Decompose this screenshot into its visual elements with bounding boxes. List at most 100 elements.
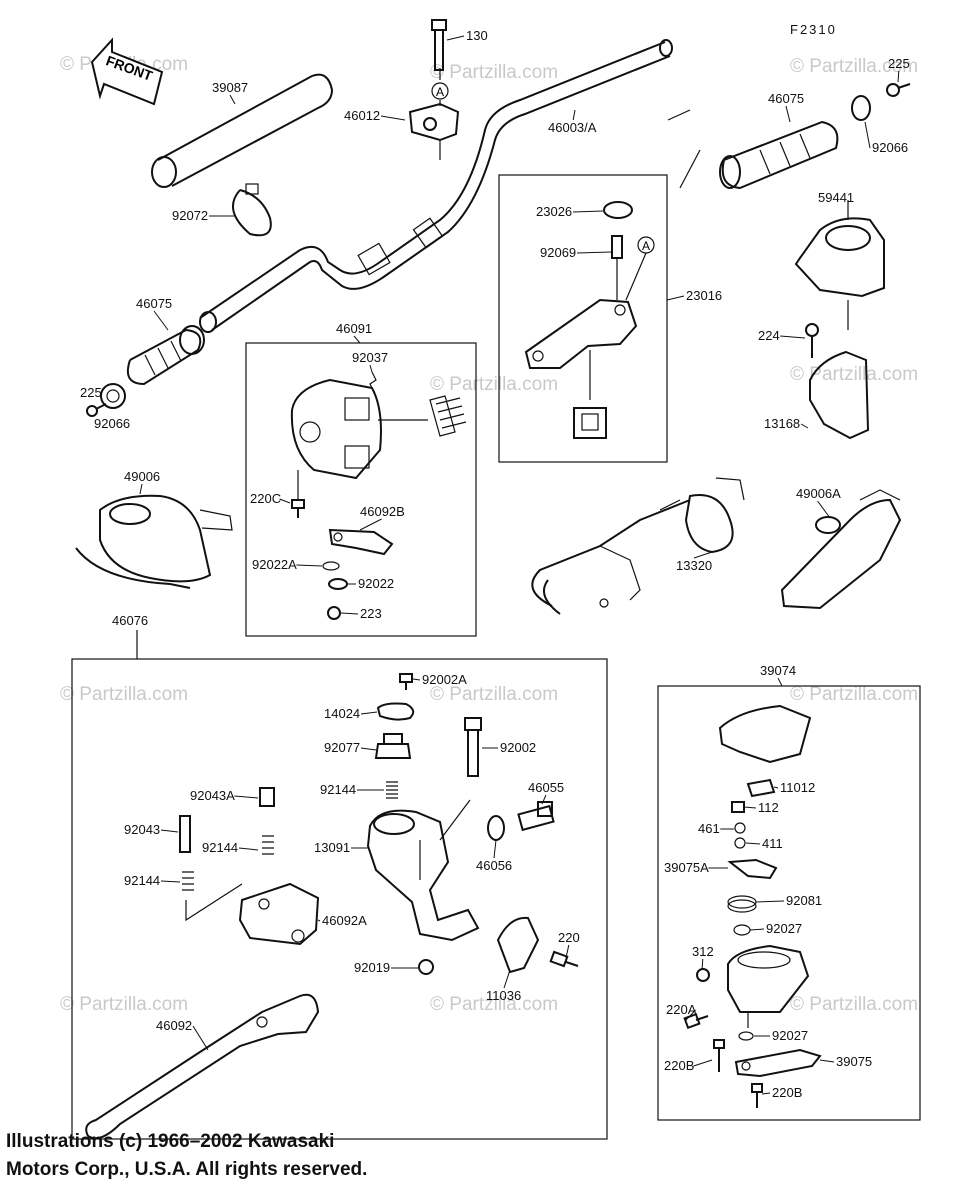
callout-label-220b2: 220B	[772, 1085, 802, 1100]
lever-arm-icon	[734, 1048, 822, 1078]
screw-icon	[886, 83, 911, 97]
callout-label-46076: 46076	[112, 613, 148, 628]
callout-label-225r: 225	[888, 56, 910, 71]
callout-label-39074: 39074	[760, 663, 796, 678]
handlebar-icon	[199, 39, 673, 333]
callout-label-11012: 11012	[780, 780, 815, 795]
callout-label-92077: 92077	[324, 740, 360, 755]
leader-line	[541, 794, 547, 805]
leader-line	[693, 551, 713, 559]
watermark: © Partzilla.com	[430, 374, 558, 395]
callout-label-59441: 59441	[818, 190, 854, 205]
callout-label-92002a: 92002A	[422, 672, 467, 687]
callout-label-46092: 46092	[156, 1018, 192, 1033]
callout-label-220a: 220A	[666, 1002, 697, 1017]
callout-label-92043a: 92043A	[190, 788, 235, 803]
callout-label-312: 312	[692, 944, 714, 959]
leader-line	[340, 612, 359, 615]
callout-label-223: 223	[360, 606, 382, 621]
leader-line	[360, 747, 377, 751]
leader-line	[749, 928, 765, 931]
leader-line	[139, 483, 143, 495]
callout-label-49006a: 49006A	[796, 486, 841, 501]
screw-icon	[731, 801, 745, 813]
callout-label-92144b: 92144	[202, 840, 238, 855]
lever-holder-icon	[366, 799, 480, 942]
cap-icon	[603, 201, 633, 219]
copyright-line: Motors Corp., U.S.A. All rights reserved…	[6, 1159, 368, 1180]
watermark: © Partzilla.com	[60, 994, 188, 1015]
switch-knob-icon	[374, 733, 412, 759]
callout-label-23016: 23016	[686, 288, 722, 303]
callout-label-46075r: 46075	[768, 91, 804, 106]
pin-icon	[179, 787, 275, 891]
callout-label-92081: 92081	[786, 893, 822, 908]
screw-icon	[683, 1012, 709, 1030]
front-arrow-icon: FRONT	[90, 37, 164, 106]
leader-line	[572, 109, 576, 121]
ref-marker: A	[436, 85, 444, 99]
callout-label-92027a: 92027	[766, 921, 802, 936]
clutch-lever-assembly-box	[71, 658, 608, 1140]
hot-start-lever-icon	[727, 858, 778, 880]
leader-line	[897, 70, 900, 83]
watermark: © Partzilla.com	[790, 994, 918, 1015]
ref-marker-a-icon: A	[625, 236, 655, 301]
watermark: © Partzilla.com	[430, 684, 558, 705]
ref-marker-a-icon: A	[431, 82, 449, 100]
leader-line	[380, 115, 406, 121]
right-grip-icon	[667, 109, 839, 190]
clutch-lever-icon	[85, 993, 320, 1140]
callout-label-92043: 92043	[124, 822, 160, 837]
callout-label-92144a: 92144	[320, 782, 356, 797]
hot-start-assembly-box	[657, 685, 921, 1121]
leader-line	[353, 335, 361, 344]
callout-layer: 1304601246003/A3908792072460752259206646…	[80, 28, 910, 1100]
ref-marker: A	[642, 239, 650, 253]
indicator-bracket-icon	[524, 298, 638, 439]
callout-label-130: 130	[466, 28, 488, 43]
nut-icon	[696, 968, 710, 982]
figure-code: F2310	[790, 22, 837, 37]
leader-line	[317, 919, 321, 922]
lever-bracket-icon	[185, 882, 320, 946]
adjuster-icon	[517, 801, 555, 832]
nut-icon	[418, 959, 434, 975]
cable-icon	[531, 477, 745, 615]
callout-label-92037: 92037	[352, 350, 388, 365]
screw-icon	[86, 403, 107, 417]
callout-label-13091: 13091	[314, 840, 350, 855]
leader-line	[666, 295, 685, 301]
leader-line	[773, 786, 779, 789]
callout-label-92072: 92072	[172, 208, 208, 223]
callout-label-46055: 46055	[528, 780, 564, 795]
callout-label-224: 224	[758, 328, 780, 343]
callout-label-461: 461	[698, 821, 720, 836]
callout-label-220c: 220C	[250, 491, 281, 506]
throttle-case-box	[498, 174, 668, 463]
leader-line	[780, 335, 806, 339]
leader-line	[701, 958, 704, 971]
leader-line	[160, 829, 179, 833]
screw-icon	[713, 1039, 725, 1072]
bolt-icon	[464, 717, 482, 777]
clip-icon	[746, 778, 776, 798]
leader-line	[296, 564, 323, 567]
washer-icon	[734, 822, 746, 849]
leader-line	[279, 498, 291, 504]
leader-line	[369, 364, 373, 373]
leader-line	[360, 711, 378, 715]
callout-label-46091: 46091	[336, 321, 372, 336]
leader-line	[864, 121, 871, 149]
callout-label-220b1: 220B	[664, 1058, 694, 1073]
band-icon	[231, 183, 272, 237]
callout-label-46012: 46012	[344, 108, 380, 123]
leader-line	[800, 423, 809, 429]
pivot-bracket-icon	[496, 916, 540, 974]
callout-label-46092a: 46092A	[322, 913, 367, 928]
handlebar-pad-icon	[151, 73, 334, 188]
callout-label-39087: 39087	[212, 80, 248, 95]
screw-icon	[399, 673, 413, 690]
